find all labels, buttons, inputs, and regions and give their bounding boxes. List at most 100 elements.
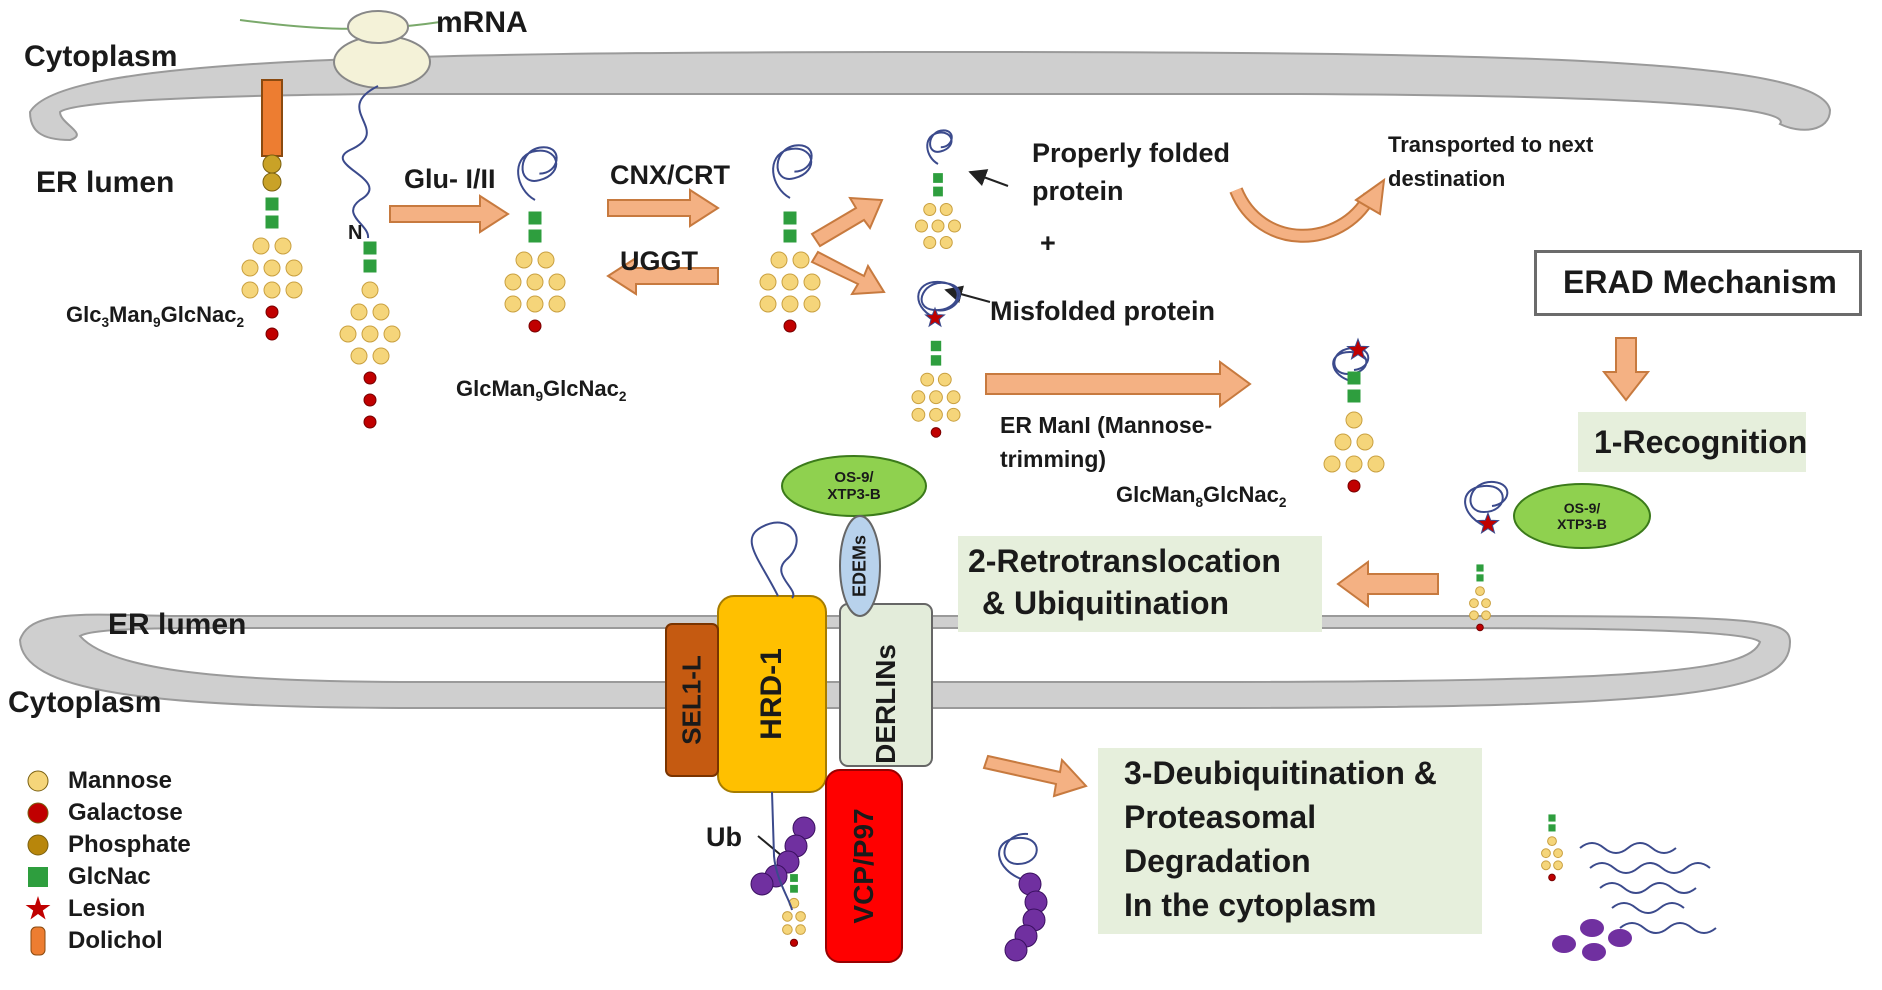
glcnac-residue <box>1347 371 1361 385</box>
cnx-label: CNX/CRT <box>610 160 730 190</box>
mannose-residue <box>1469 598 1479 609</box>
mannose-residue <box>803 295 821 313</box>
misfolded-label: Misfolded protein <box>990 296 1215 326</box>
mannose-residue <box>923 236 937 249</box>
ubiquitin <box>1004 938 1028 962</box>
mannose-residue <box>770 251 788 269</box>
glcnac-residue <box>933 186 943 197</box>
free-ubiquitin <box>1552 935 1576 953</box>
phosphate-icon <box>27 834 49 856</box>
process-arrows <box>389 188 1651 798</box>
mannose-residue <box>339 325 357 343</box>
mannose-residue <box>759 295 777 313</box>
derlins-shape <box>839 603 933 767</box>
properly-folded-label-2: protein <box>1032 176 1124 206</box>
mannose-residue <box>515 251 533 269</box>
glcnac-residue <box>930 355 942 366</box>
mannose-residue <box>526 295 544 313</box>
glcnac-residue <box>790 874 798 882</box>
derlins-label: DERLINs <box>870 644 901 764</box>
ub-label: Ub <box>706 822 742 852</box>
glucose-residue <box>789 938 799 947</box>
recognition-substrate-fold <box>1464 480 1509 529</box>
n-terminus-label: N <box>348 222 363 244</box>
mannose-residue <box>263 259 281 277</box>
ubiquitin <box>750 872 774 896</box>
mannose-residue <box>1553 860 1563 871</box>
galactose-icon <box>27 802 49 824</box>
mannose-residue <box>526 273 544 291</box>
er-membrane-top <box>28 50 1832 142</box>
free-ubiquitin <box>1582 943 1606 961</box>
glucose-residue <box>930 427 942 438</box>
er-membrane-bottom <box>18 613 1792 709</box>
lesion-star <box>1476 511 1500 535</box>
mannose-residue <box>782 924 793 935</box>
mannose-residue <box>1553 848 1563 859</box>
mannose-residue <box>1323 455 1341 473</box>
mannose-residue <box>1481 610 1491 621</box>
uggt-label: UGGT <box>620 246 698 276</box>
mannose-residue <box>1356 433 1374 451</box>
glcnac-residue <box>930 340 942 352</box>
dolichol-anchor <box>261 79 283 157</box>
lesion-star <box>1346 337 1370 361</box>
cytoplasm-top-label: Cytoplasm <box>24 40 178 73</box>
os9-label-substrate: OS-9/XTP3-B <box>1557 500 1607 532</box>
glc1-label: GlcMan9GlcNac2 <box>456 376 627 404</box>
recognition-down-arrow <box>1601 337 1651 402</box>
er-mani-label-1: ER ManI (Mannose- <box>1000 412 1213 438</box>
glcnac-residue <box>363 259 377 273</box>
retro-arrow <box>1336 560 1439 608</box>
legend-label: GlcNac <box>68 863 151 890</box>
protein-fold <box>517 146 558 201</box>
glucose-residue <box>265 327 279 341</box>
protein-fold <box>926 129 953 165</box>
glcnac-residue <box>783 211 797 225</box>
mannose-residue <box>781 295 799 313</box>
mannose-residue <box>1345 455 1363 473</box>
mannose-residue <box>274 237 292 255</box>
mannose-residue <box>504 295 522 313</box>
mannose-icon <box>27 770 49 792</box>
mannose-residue <box>911 390 926 405</box>
transported-label-1: Transported to next <box>1388 132 1594 157</box>
legend-label: Phosphate <box>68 831 191 858</box>
glcnac-residue <box>528 211 542 225</box>
mannose-residue <box>929 390 943 405</box>
mannose-residue <box>372 303 390 321</box>
mannose-residue <box>1481 598 1491 609</box>
glcnac-residue <box>1347 389 1361 403</box>
degradation-box: 3-Deubiquitination & Proteasomal Degrada… <box>1098 748 1482 934</box>
folded-arrow <box>810 196 884 248</box>
mannose-residue <box>504 273 522 291</box>
mannose-residue <box>241 281 259 299</box>
glcnac-residue <box>265 215 279 229</box>
mannose-residue <box>759 273 777 291</box>
glucose-residue <box>1476 623 1484 632</box>
vcp-shape <box>825 769 903 963</box>
glcnac-icon <box>28 867 48 887</box>
mannose-residue <box>937 372 952 387</box>
mannose-residue <box>929 407 943 422</box>
mannose-residue <box>383 325 401 343</box>
erad-mechanism-box: ERAD Mechanism <box>1534 250 1862 316</box>
os9-ellipse-complex <box>781 455 927 517</box>
cytoplasm-mid-label: Cytoplasm <box>8 686 162 719</box>
uggt-arrow <box>606 256 719 296</box>
mannose-residue <box>537 251 555 269</box>
legend-label: Mannose <box>68 767 173 794</box>
mannose-residue <box>915 219 928 233</box>
legend-label: Lesion <box>68 895 146 922</box>
mannose-residue <box>285 259 303 277</box>
glucose-residue <box>783 319 797 333</box>
glcnac-residue <box>1548 824 1556 832</box>
glcnac-residue <box>1548 814 1556 822</box>
mrna-label: mRNA <box>436 6 528 39</box>
mannose-residue <box>939 236 953 249</box>
glu-label: Glu- I/II <box>404 164 496 194</box>
glucose-residue <box>363 415 377 429</box>
mannose-residue <box>548 273 566 291</box>
